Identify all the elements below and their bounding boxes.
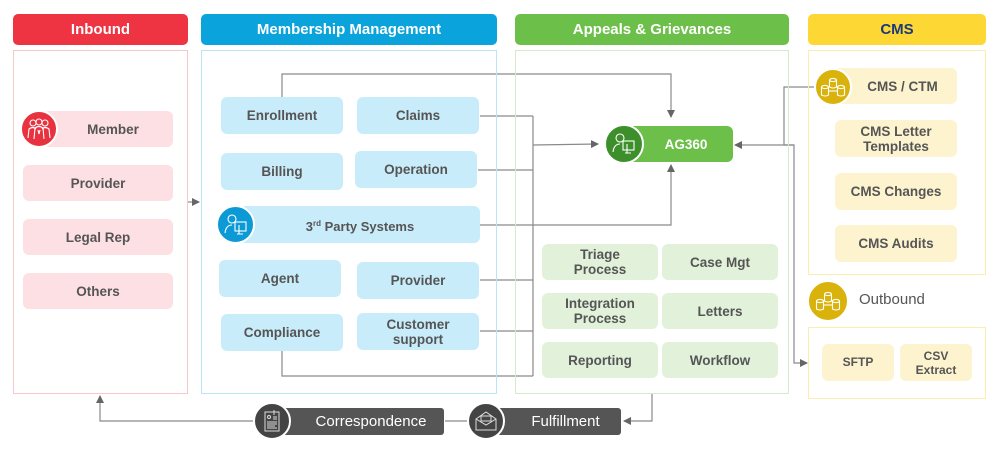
appeals-triage-process[interactable]: Triage Process <box>542 244 658 280</box>
fulfillment-label: Fulfillment <box>531 413 600 430</box>
outbound-sftp[interactable]: SFTP <box>822 344 894 381</box>
inbound-provider[interactable]: Provider <box>23 165 173 201</box>
membership-third-party-systems[interactable]: 3rd Party Systems <box>240 206 480 243</box>
membership-customer-support[interactable]: Customer support <box>357 313 479 350</box>
appeals-case-mgt[interactable]: Case Mgt <box>662 244 778 280</box>
third-party-label: 3rd Party Systems <box>305 218 415 234</box>
correspondence-pill[interactable]: Correspondence <box>278 408 444 435</box>
outbound-csv-extract[interactable]: CSV Extract <box>900 344 972 381</box>
appeals-workflow[interactable]: Workflow <box>662 342 778 378</box>
correspondence-to-inbound-line <box>96 395 255 422</box>
document-icon <box>253 402 291 440</box>
membership-provider[interactable]: Provider <box>357 262 479 299</box>
triage-line1: Triage <box>580 247 620 262</box>
membership-panel <box>201 50 497 394</box>
inbound-member[interactable]: Member <box>43 111 173 147</box>
inbound-legal-rep[interactable]: Legal Rep <box>23 219 173 255</box>
membership-compliance[interactable]: Compliance <box>221 314 343 351</box>
membership-claims[interactable]: Claims <box>357 97 479 134</box>
letter-templates-line2: Templates <box>863 138 929 154</box>
member-label: Member <box>87 121 139 137</box>
appeals-panel <box>515 50 789 394</box>
cms-header: CMS <box>808 14 986 45</box>
integration-line1: Integration <box>565 296 635 311</box>
open-envelope-icon <box>467 402 505 440</box>
cms-changes[interactable]: CMS Changes <box>835 173 957 210</box>
cms-ctm-label: CMS / CTM <box>867 78 938 94</box>
cms-audits[interactable]: CMS Audits <box>835 225 957 262</box>
appeals-integration-process[interactable]: Integration Process <box>542 293 658 329</box>
database-network-icon <box>809 282 847 320</box>
customer-support-line1: Customer <box>386 316 450 332</box>
cms-panel <box>808 50 986 275</box>
database-network-icon <box>814 68 852 106</box>
letter-templates-line1: CMS Letter <box>860 123 932 139</box>
membership-billing[interactable]: Billing <box>221 153 343 190</box>
inbound-header: Inbound <box>13 14 188 45</box>
integration-line2: Process <box>573 311 627 326</box>
membership-operation[interactable]: Operation <box>355 151 477 188</box>
outbound-panel <box>808 327 986 399</box>
fulfillment-pill[interactable]: Fulfillment <box>490 408 621 435</box>
membership-enrollment[interactable]: Enrollment <box>221 97 343 134</box>
user-computer-icon <box>216 205 255 244</box>
ag360-label: AG360 <box>664 136 708 152</box>
triage-line2: Process <box>573 262 627 277</box>
membership-agent[interactable]: Agent <box>219 260 341 297</box>
outbound-label: Outbound <box>859 291 925 308</box>
inbound-others[interactable]: Others <box>23 273 173 309</box>
csv-line2: Extract <box>915 362 957 377</box>
correspondence-label: Correspondence <box>315 413 427 430</box>
cms-letter-templates[interactable]: CMS Letter Templates <box>835 120 957 157</box>
csv-line1: CSV <box>923 348 949 363</box>
people-group-icon <box>20 110 58 148</box>
inbound-panel <box>13 50 188 394</box>
membership-header: Membership Management <box>201 14 497 45</box>
cms-ctm[interactable]: CMS / CTM <box>832 68 957 104</box>
appeals-to-fulfillment-line <box>623 394 653 425</box>
appeals-letters[interactable]: Letters <box>662 293 778 329</box>
appeals-header: Appeals & Grievances <box>515 14 789 45</box>
user-computer-icon <box>604 124 644 164</box>
customer-support-line2: support <box>392 331 444 347</box>
appeals-reporting[interactable]: Reporting <box>542 342 658 378</box>
